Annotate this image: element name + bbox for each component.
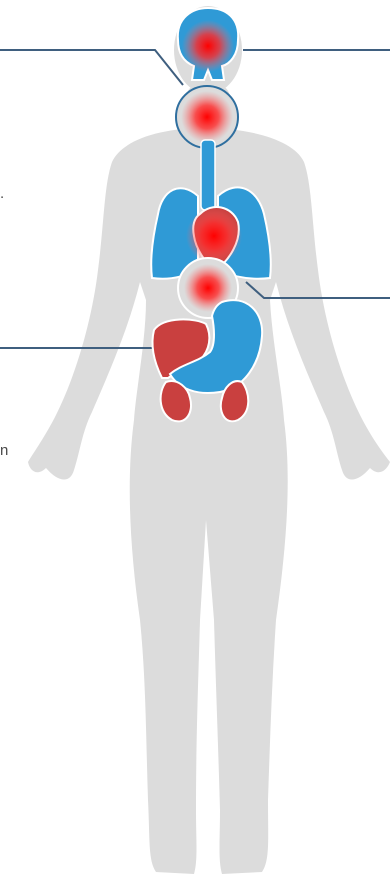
esophagus xyxy=(201,140,215,210)
throat-glow xyxy=(181,91,233,143)
label-fragment-period: . xyxy=(0,186,4,201)
brain-glow xyxy=(182,20,234,72)
label-fragment-n: n xyxy=(0,443,8,458)
callout-line-upper-left xyxy=(0,50,183,85)
throat xyxy=(176,86,238,148)
heart-glow xyxy=(186,208,242,264)
